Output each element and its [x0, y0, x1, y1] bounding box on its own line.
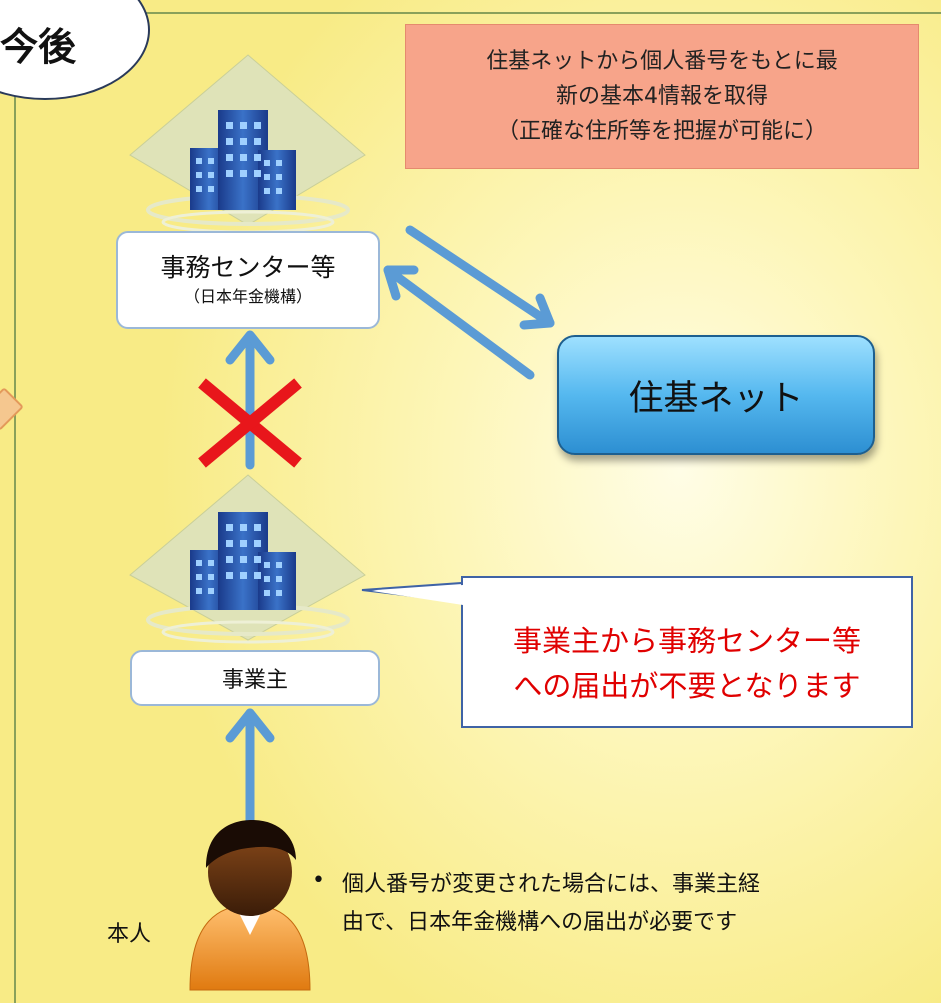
employer-node: 事業主 [130, 650, 380, 706]
future-label: 今後 [0, 24, 77, 69]
juki-net-button[interactable]: 住基ネット [557, 335, 875, 455]
callout-text: 事業主から事務センター等 への届出が不要となります [512, 624, 861, 703]
employer-label: 事業主 [221, 668, 288, 693]
arrow-center-to-juki [405, 225, 555, 330]
juki-net-label: 住基ネット [628, 378, 804, 419]
info-box-text: 住基ネットから個人番号をもとに最 新の基本4情報を取得 （正確な住所等を把握が可… [486, 49, 838, 144]
note-text: 個人番号が変更された場合には、事業主経 由で、日本年金機構への届出が必要です [342, 872, 761, 935]
office-center-title: 事務センター等 [160, 253, 336, 282]
office-center-node: 事務センター等 （日本年金機構） [116, 231, 380, 329]
note-bullet: • [312, 868, 325, 893]
diagram-frame [14, 12, 941, 1003]
office-building-icon [129, 474, 366, 644]
info-box: 住基ネットから個人番号をもとに最 新の基本4情報を取得 （正確な住所等を把握が可… [405, 24, 919, 169]
office-building-icon [129, 54, 366, 234]
arrow-employer-to-center [225, 330, 275, 470]
office-center-subtitle: （日本年金機構） [183, 287, 312, 306]
arrow-juki-to-center [383, 265, 535, 380]
person-label: 本人 [107, 922, 152, 947]
arrow-person-to-employer [225, 708, 275, 840]
person-icon [189, 820, 311, 991]
cross-icon [198, 378, 302, 468]
